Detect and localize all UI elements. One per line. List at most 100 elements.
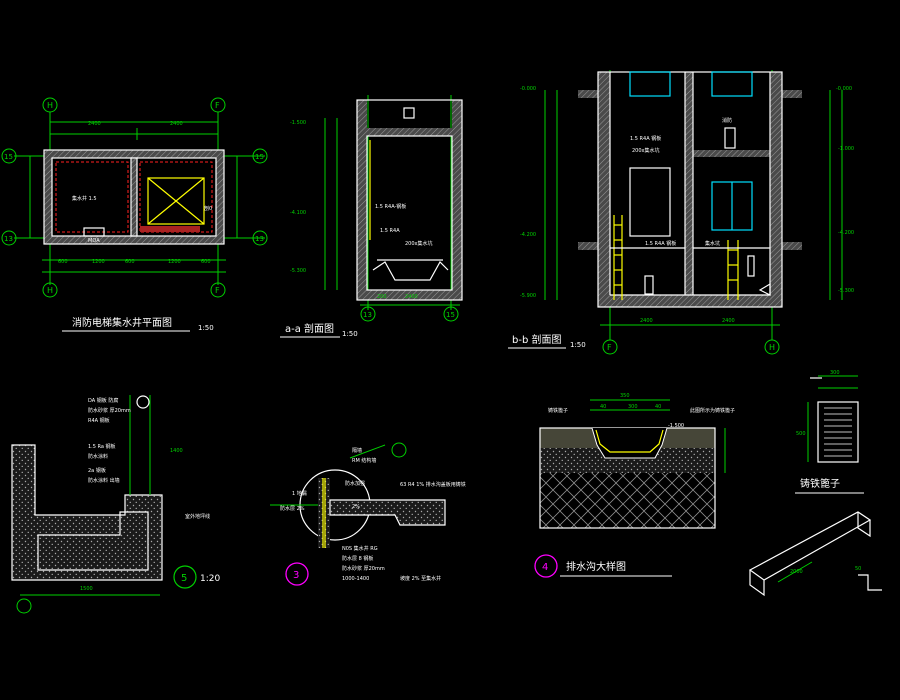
plan-title: 消防电梯集水井平面图 <box>72 316 172 329</box>
grid-bubble-15-right: 15 <box>252 148 268 164</box>
svg-text:铸铁篦子: 铸铁篦子 <box>548 407 568 414</box>
svg-text:1400: 1400 <box>170 448 183 454</box>
grid-bubble-15-aa: 15 <box>443 306 459 322</box>
grid-bubble-h-bottom: H <box>42 282 58 298</box>
section-bb-title: b-b 剖面图 <box>512 333 561 346</box>
detail-5-scale: 1:20 <box>200 574 220 584</box>
svg-text:15: 15 <box>446 311 455 319</box>
grid-bubble-15-left: 15 <box>1 148 17 164</box>
svg-text:H: H <box>47 286 53 295</box>
svg-text:H: H <box>769 343 775 352</box>
section-aa: 1.5 R4A-钢板 1.5 R4A 200x集水坑 -1.500 -4.100… <box>280 95 463 338</box>
svg-text:1000-1400: 1000-1400 <box>342 576 369 582</box>
svg-text:H: H <box>47 101 53 110</box>
svg-text:63 R4 1% 排水沟盖板用铸铁: 63 R4 1% 排水沟盖板用铸铁 <box>400 481 466 488</box>
svg-text:DA 钢板 防腐: DA 钢板 防腐 <box>88 397 118 404</box>
svg-text:隔墙: 隔墙 <box>352 447 362 454</box>
svg-text:15: 15 <box>4 153 13 161</box>
svg-text:室外地坪线: 室外地坪线 <box>185 513 210 520</box>
ladder-left <box>613 215 623 300</box>
section-bb-scale: 1:50 <box>570 341 586 349</box>
svg-text:40: 40 <box>600 404 606 410</box>
svg-text:2000: 2000 <box>790 569 803 575</box>
detail-3-number: 3 <box>293 570 299 581</box>
svg-text:集水井 1.5: 集水井 1.5 <box>72 195 97 202</box>
svg-text:350: 350 <box>620 393 630 399</box>
svg-text:防水层 8 钢板: 防水层 8 钢板 <box>342 555 373 562</box>
grid-bubble-f-bottom: F <box>210 282 226 298</box>
grid-bubble-h-top: H <box>42 97 58 113</box>
svg-text:F: F <box>215 101 220 110</box>
grid-bubble-13-right: 13 <box>252 230 268 246</box>
svg-text:1500: 1500 <box>80 586 93 592</box>
svg-text:此图所示为铸铁篦子: 此图所示为铸铁篦子 <box>690 407 735 414</box>
svg-text:R4A 钢板: R4A 钢板 <box>88 417 110 424</box>
svg-text:集水坑: 集水坑 <box>705 240 720 247</box>
svg-text:1200: 1200 <box>92 259 105 265</box>
svg-text:坡度 2% 至集水井: 坡度 2% 至集水井 <box>400 575 441 582</box>
svg-text:剖0: 剖0 <box>204 205 212 212</box>
svg-text:2400: 2400 <box>405 294 418 300</box>
svg-text:200: 200 <box>377 294 387 300</box>
svg-text:防水砂浆 厚20mm: 防水砂浆 厚20mm <box>88 407 131 414</box>
svg-text:1.5 R4A-钢板: 1.5 R4A-钢板 <box>375 203 406 210</box>
section-aa-title: a-a 剖面图 <box>285 322 334 335</box>
svg-text:-1.000: -1.000 <box>838 146 854 152</box>
svg-text:500: 500 <box>796 431 806 437</box>
svg-text:40: 40 <box>655 404 661 410</box>
detail-4: 350 40 300 40 铸铁篦子 此图所示为铸铁篦子 -1.500 4 排水沟大… <box>534 393 735 578</box>
detail-4-number: 4 <box>542 562 548 573</box>
svg-text:-0.000: -0.000 <box>836 86 852 92</box>
svg-text:15: 15 <box>255 153 264 161</box>
svg-text:600: 600 <box>58 259 68 265</box>
svg-text:防水加强: 防水加强 <box>345 480 365 487</box>
plan-view: 2400 2400 600 1200 600 1200 600 MQA 集水井 1.… <box>1 97 268 332</box>
svg-text:300: 300 <box>830 370 840 376</box>
section-aa-scale: 1:50 <box>342 330 358 338</box>
svg-text:1.5 R4A 钢板: 1.5 R4A 钢板 <box>630 135 661 142</box>
svg-text:50: 50 <box>855 566 861 572</box>
svg-text:防水涂料 出墙: 防水涂料 出墙 <box>88 477 120 484</box>
svg-text:300: 300 <box>628 404 638 410</box>
svg-text:1.5 R4A: 1.5 R4A <box>380 228 400 234</box>
svg-text:-5.900: -5.900 <box>520 293 536 299</box>
svg-text:防水涂料: 防水涂料 <box>88 453 108 460</box>
svg-text:2400: 2400 <box>170 121 183 127</box>
svg-text:2400: 2400 <box>722 318 735 324</box>
grid-bubble-h-bb: H <box>764 339 780 355</box>
detail-3: 隔墙 RM 结构墙 63 R4 1% 排水沟盖板用铸铁 1 地漏 防水层 2% … <box>270 442 466 586</box>
svg-text:2400: 2400 <box>640 318 653 324</box>
grid-bubble-13-aa: 13 <box>360 306 376 322</box>
svg-text:消防: 消防 <box>722 117 732 124</box>
svg-text:防水层 2%: 防水层 2% <box>280 505 305 512</box>
svg-text:200x集水坑: 200x集水坑 <box>405 240 433 247</box>
ladder-right <box>727 240 739 300</box>
grid-bubble-f-top: F <box>210 97 226 113</box>
grate-detail: 300 500 铸铁篦子 2000 50 <box>748 370 882 597</box>
svg-text:200x集水坑: 200x集水坑 <box>632 147 660 154</box>
svg-text:-4.200: -4.200 <box>838 230 854 236</box>
svg-text:1.5 Ra 钢板: 1.5 Ra 钢板 <box>88 443 116 450</box>
detail-4-title: 排水沟大样图 <box>566 560 626 573</box>
svg-text:F: F <box>215 286 220 295</box>
svg-text:2400: 2400 <box>88 121 101 127</box>
plan-scale: 1:50 <box>198 324 214 332</box>
section-bb: 1.5 R4A 钢板 200x集水坑 1.5 R4A 钢板 集水坑 消防 -0.… <box>508 70 854 355</box>
svg-text:13: 13 <box>363 311 372 319</box>
svg-text:1200: 1200 <box>168 259 181 265</box>
detail-5-number: 5 <box>181 573 187 584</box>
svg-text:N0S 集水井 RG: N0S 集水井 RG <box>342 545 378 552</box>
svg-text:-1.500: -1.500 <box>668 423 684 429</box>
grate-title: 铸铁篦子 <box>800 477 840 490</box>
svg-text:2%: 2% <box>352 504 360 510</box>
svg-text:-5.300: -5.300 <box>290 268 306 274</box>
svg-text:-4.100: -4.100 <box>290 210 306 216</box>
svg-text:MQA: MQA <box>88 238 100 244</box>
grid-bubble-f-bb: F <box>602 339 618 355</box>
detail-5: DA 钢板 防腐 防水砂浆 厚20mm R4A 钢板 1.5 Ra 钢板 防水涂… <box>11 395 220 614</box>
svg-text:F: F <box>607 343 612 352</box>
svg-text:600: 600 <box>125 259 135 265</box>
svg-text:2a 钢板: 2a 钢板 <box>88 467 106 474</box>
svg-text:1.5 R4A 钢板: 1.5 R4A 钢板 <box>645 240 676 247</box>
svg-text:600: 600 <box>201 259 211 265</box>
